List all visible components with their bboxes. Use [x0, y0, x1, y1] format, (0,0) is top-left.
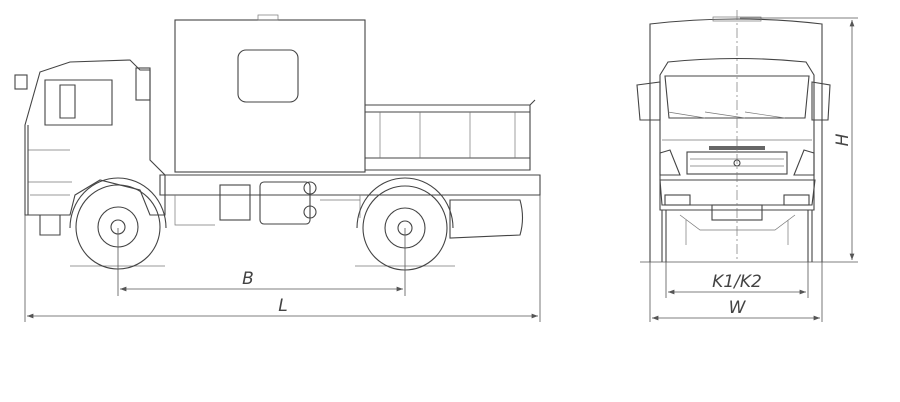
box-window [237, 49, 299, 103]
wheelbase-label: B [242, 269, 254, 289]
kamaz-logo [709, 146, 765, 150]
mirrors [636, 81, 831, 121]
mirror [135, 67, 151, 101]
height-label: H [833, 133, 853, 146]
body-outline [649, 18, 823, 262]
headlights [659, 149, 815, 176]
front-view: H K1/K2 W [636, 10, 858, 322]
body-box [174, 19, 366, 173]
cab-front [659, 57, 815, 211]
rear-step [449, 199, 524, 239]
flatbed [365, 99, 536, 171]
fuel-tank [259, 181, 311, 225]
length-label: L [278, 296, 287, 316]
side-view: B L [14, 14, 541, 322]
width-label: W [729, 298, 747, 318]
track-label: K1/K2 [712, 272, 762, 292]
